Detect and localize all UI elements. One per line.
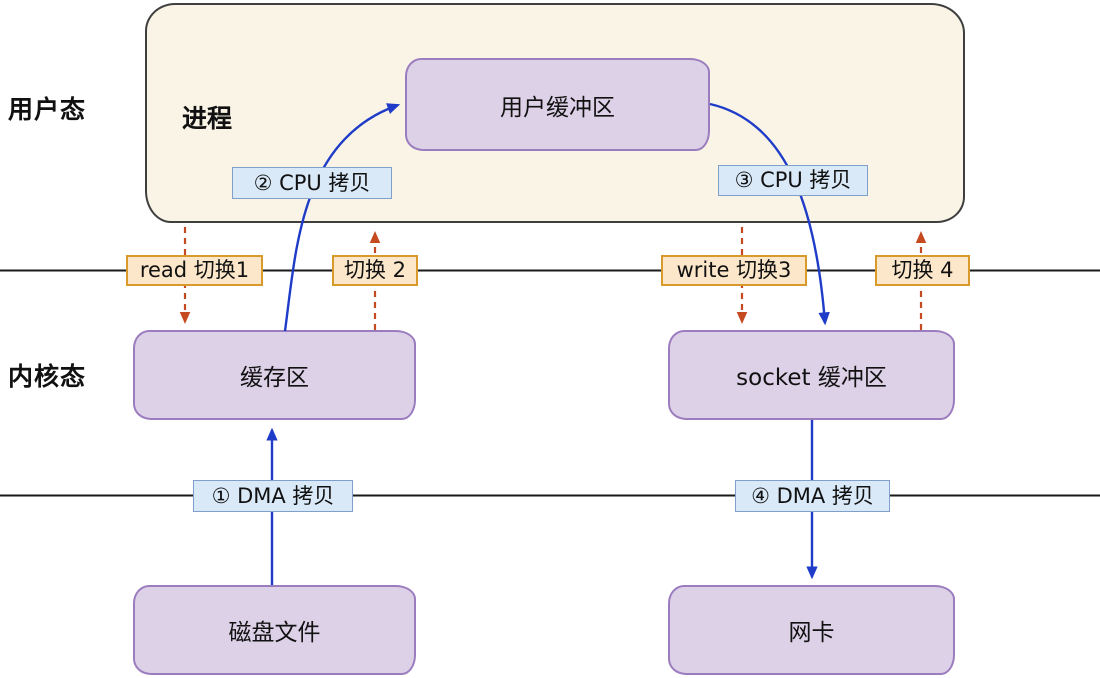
nic-box: 网卡 xyxy=(668,585,955,675)
read-switch-1-chip: read 切换1 xyxy=(126,255,263,286)
nic-label: 网卡 xyxy=(788,620,835,646)
dma-copy-4-chip: ④ DMA 拷贝 xyxy=(735,480,890,512)
user-mode-label: 用户态 xyxy=(8,95,87,124)
socket-buffer-box: socket 缓冲区 xyxy=(668,330,955,420)
kernel-buffer-label: 缓存区 xyxy=(240,365,309,391)
cpu-copy-2-chip: ② CPU 拷贝 xyxy=(232,167,392,199)
process-label: 进程 xyxy=(182,104,233,133)
switch-2-chip: 切换 2 xyxy=(332,255,418,286)
disk-file-box: 磁盘文件 xyxy=(133,585,416,675)
socket-buffer-label: socket 缓冲区 xyxy=(736,365,887,391)
dma-copy-1-chip: ① DMA 拷贝 xyxy=(193,480,353,512)
disk-file-label: 磁盘文件 xyxy=(228,620,321,646)
user-buffer-label: 用户缓冲区 xyxy=(500,94,615,121)
cpu-copy-3-chip: ③ CPU 拷贝 xyxy=(718,165,868,196)
switch-4-chip: 切换 4 xyxy=(875,255,970,286)
user-buffer-box: 用户缓冲区 xyxy=(405,58,710,151)
kernel-buffer-box: 缓存区 xyxy=(133,330,416,420)
write-switch-3-chip: write 切换3 xyxy=(661,255,807,286)
kernel-mode-label: 内核态 xyxy=(8,362,87,391)
